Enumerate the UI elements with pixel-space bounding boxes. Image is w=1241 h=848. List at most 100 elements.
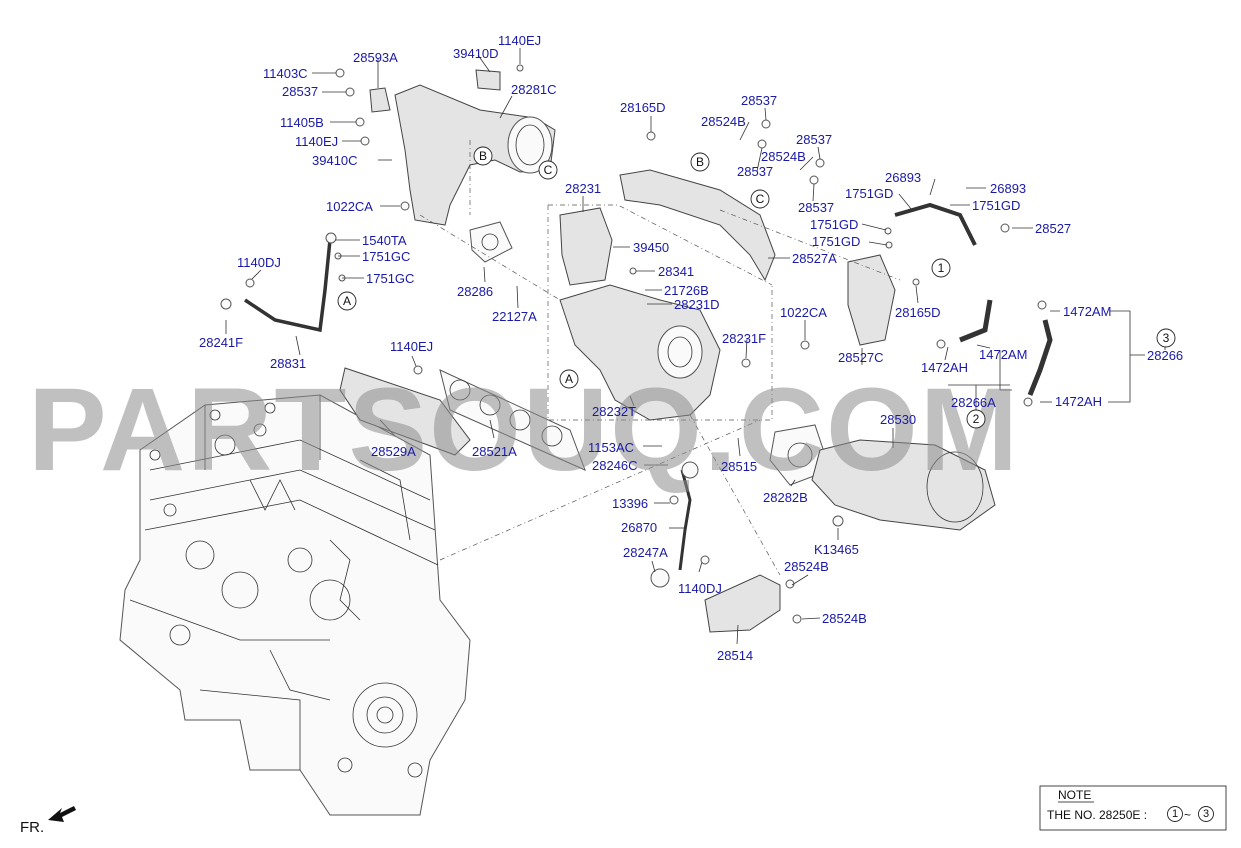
part-label-K13465[interactable]: K13465	[814, 542, 859, 557]
part-label-1472AM-mid[interactable]: 1472AM	[979, 347, 1027, 362]
part-label-28527C[interactable]: 28527C	[838, 350, 884, 365]
part-label-1540TA[interactable]: 1540TA	[362, 233, 407, 248]
note-title: NOTE	[1058, 788, 1091, 802]
part-label-28515[interactable]: 28515	[721, 459, 757, 474]
front-label: FR.	[20, 819, 44, 836]
svg-text:C: C	[756, 192, 765, 206]
front-orientation-indicator: FR.	[20, 806, 76, 836]
part-label-1140EJ-left[interactable]: 1140EJ	[295, 134, 338, 149]
svg-text:1: 1	[938, 261, 945, 275]
watermark-text: PARTSOUQ.COM	[28, 364, 1020, 496]
part-label-28524B-top[interactable]: 28524B	[701, 114, 746, 129]
part-label-39410C[interactable]: 39410C	[312, 153, 358, 168]
callout-C-right: C	[750, 189, 770, 209]
part-label-28524B-lower-b[interactable]: 28524B	[822, 611, 867, 626]
part-label-28286[interactable]: 28286	[457, 284, 493, 299]
front-arrow-icon	[48, 806, 76, 822]
part-label-1751GC-a[interactable]: 1751GC	[362, 249, 410, 264]
part-label-28282B[interactable]: 28282B	[763, 490, 808, 505]
part-label-28831[interactable]: 28831	[270, 356, 306, 371]
part-label-28247A[interactable]: 28247A	[623, 545, 668, 560]
part-label-1140EJ-lower[interactable]: 1140EJ	[390, 339, 433, 354]
part-drawings	[244, 69, 1053, 633]
bolt-fastener-icons	[220, 64, 1047, 624]
svg-text:A: A	[343, 294, 351, 308]
part-label-28231[interactable]: 28231	[565, 181, 601, 196]
part-label-26893-right[interactable]: 26893	[990, 181, 1026, 196]
part-label-26893-left[interactable]: 26893	[885, 170, 921, 185]
note-range-start: 1	[1167, 806, 1183, 822]
part-label-28341[interactable]: 28341	[658, 264, 694, 279]
callout-3: 3	[1156, 328, 1176, 348]
callout-C-upper: C	[538, 160, 558, 180]
part-label-28537-right-b[interactable]: 28537	[798, 200, 834, 215]
part-label-11405B[interactable]: 11405B	[280, 115, 324, 130]
part-label-1140DJ-lower[interactable]: 1140DJ	[678, 581, 722, 596]
part-label-28231F[interactable]: 28231F	[722, 331, 766, 346]
part-label-39410D[interactable]: 39410D	[453, 46, 499, 61]
part-label-1022CA-left[interactable]: 1022CA	[326, 199, 373, 214]
part-label-28593A[interactable]: 28593A	[353, 50, 398, 65]
part-label-1751GC-b[interactable]: 1751GC	[366, 271, 414, 286]
part-label-1751GD-b[interactable]: 1751GD	[972, 198, 1020, 213]
callout-A-manifold: A	[559, 369, 579, 389]
svg-text:3: 3	[1163, 331, 1170, 345]
part-label-13396[interactable]: 13396	[612, 496, 648, 511]
svg-text:1: 1	[1172, 808, 1178, 820]
svg-text:3: 3	[1203, 808, 1209, 820]
part-label-1751GD-d[interactable]: 1751GD	[812, 234, 860, 249]
part-label-28529A[interactable]: 28529A	[371, 444, 416, 459]
part-label-28537-mid[interactable]: 28537	[737, 164, 773, 179]
part-label-28537-left[interactable]: 28537	[282, 84, 318, 99]
callout-B-upper: B	[473, 146, 493, 166]
part-label-28165D-right[interactable]: 28165D	[895, 305, 941, 320]
part-label-28527[interactable]: 28527	[1035, 221, 1071, 236]
part-label-28246C[interactable]: 28246C	[592, 458, 638, 473]
note-range-separator: ~	[1184, 808, 1191, 822]
part-label-22127A[interactable]: 22127A	[492, 309, 537, 324]
part-label-28530[interactable]: 28530	[880, 412, 916, 427]
part-label-1751GD-a[interactable]: 1751GD	[845, 186, 893, 201]
part-label-1472AM-top[interactable]: 1472AM	[1063, 304, 1111, 319]
note-box: NOTE THE NO. 28250E : 1 ~ 3	[1039, 785, 1227, 831]
part-label-1472AH-right[interactable]: 1472AH	[1055, 394, 1102, 409]
part-label-1153AC[interactable]: 1153AC	[588, 440, 634, 455]
part-label-1472AH-left[interactable]: 1472AH	[921, 360, 968, 375]
callout-1: 1	[931, 258, 951, 278]
part-label-1751GD-c[interactable]: 1751GD	[810, 217, 858, 232]
callout-A-pipe: A	[337, 291, 357, 311]
part-label-39450[interactable]: 39450	[633, 240, 669, 255]
part-label-28537-top[interactable]: 28537	[741, 93, 777, 108]
part-label-28231D[interactable]: 28231D	[674, 297, 720, 312]
assembly-dashed-lines	[419, 140, 901, 576]
part-label-26870[interactable]: 26870	[621, 520, 657, 535]
part-label-11403C[interactable]: 11403C	[263, 66, 308, 81]
svg-text:A: A	[565, 372, 573, 386]
part-label-28527A[interactable]: 28527A	[792, 251, 837, 266]
svg-text:C: C	[544, 163, 553, 177]
part-label-1022CA-right[interactable]: 1022CA	[780, 305, 827, 320]
part-label-28521A[interactable]: 28521A	[472, 444, 517, 459]
leader-lines	[225, 48, 1166, 645]
note-range-end: 3	[1198, 806, 1214, 822]
part-label-28165D-top[interactable]: 28165D	[620, 100, 666, 115]
part-label-28266A[interactable]: 28266A	[951, 395, 996, 410]
part-label-28524B-lower-a[interactable]: 28524B	[784, 559, 829, 574]
part-label-28281C[interactable]: 28281C	[511, 82, 557, 97]
part-labels: 11403C 28593A 39410D 1140EJ 28537 28281C…	[199, 33, 1183, 663]
part-label-28266[interactable]: 28266	[1147, 348, 1183, 363]
svg-text:B: B	[479, 149, 487, 163]
callout-B-right: B	[690, 152, 710, 172]
part-label-28514[interactable]: 28514	[717, 648, 753, 663]
part-label-28537-right-a[interactable]: 28537	[796, 132, 832, 147]
part-label-28241F[interactable]: 28241F	[199, 335, 243, 350]
part-label-21726B[interactable]: 21726B	[664, 283, 709, 298]
svg-text:2: 2	[973, 412, 980, 426]
part-label-28232T[interactable]: 28232T	[592, 404, 636, 419]
part-label-28524B-mid[interactable]: 28524B	[761, 149, 806, 164]
callout-2: 2	[966, 409, 986, 429]
part-label-1140EJ-top[interactable]: 1140EJ	[498, 33, 541, 48]
part-label-1140DJ-left[interactable]: 1140DJ	[237, 255, 281, 270]
engine-block-drawing	[119, 394, 471, 816]
